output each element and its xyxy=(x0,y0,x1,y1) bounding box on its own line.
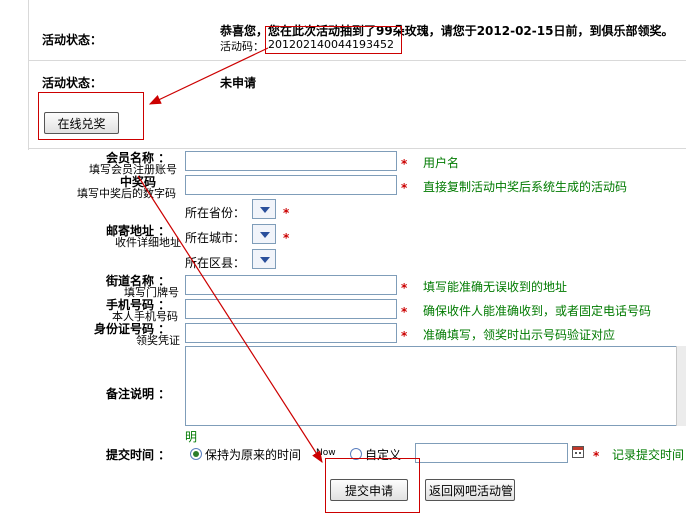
phone-hint: 确保收件人能准确收到，或者固定电话号码 xyxy=(423,304,652,318)
phone-label: 手机号码 ： xyxy=(106,298,171,312)
mail-address-label: 邮寄地址 ： xyxy=(106,224,171,238)
city-select[interactable] xyxy=(252,224,276,244)
street-hint: 填写能准确无误收到的地址 xyxy=(423,280,568,294)
annotation-box-submit xyxy=(325,458,420,513)
annotation-box-redeem xyxy=(38,92,144,140)
prize-code-input[interactable] xyxy=(185,175,397,195)
member-name-label: 会员名称 ： xyxy=(106,151,171,165)
id-number-input[interactable] xyxy=(185,323,397,343)
id-number-sub: 领奖凭证 xyxy=(136,334,180,347)
required-mark: * xyxy=(401,281,408,295)
status-value: 未申请 xyxy=(220,76,257,90)
submit-time-label: 提交时间 ： xyxy=(106,448,171,462)
required-mark: * xyxy=(401,157,408,171)
member-name-hint: 用户名 xyxy=(423,156,460,170)
remark-textarea[interactable] xyxy=(185,346,686,426)
prize-code-hint: 直接复制活动中奖后系统生成的活动码 xyxy=(423,180,628,194)
calendar-icon[interactable] xyxy=(572,446,584,458)
id-number-label: 身份证号码 ： xyxy=(94,322,171,336)
keep-time-label: 保持为原来的时间 xyxy=(205,448,302,462)
required-mark: * xyxy=(593,449,600,463)
city-label: 所在城市： xyxy=(185,231,246,245)
activity-code-value: 201202140044193452 xyxy=(268,38,394,51)
left-border xyxy=(28,0,29,150)
district-select[interactable] xyxy=(252,249,276,269)
congrats-message: 恭喜您，您在此次活动抽到了99朵玫瑰，请您于2012-02-15日前，到俱乐部领… xyxy=(220,24,674,38)
phone-sub: 本人手机号码 xyxy=(112,310,178,323)
redeem-online-button[interactable]: 在线兑奖 xyxy=(44,112,119,134)
id-number-hint: 准确填写，领奖时出示号码验证对应 xyxy=(423,328,616,342)
remark-label: 备注说明 ： xyxy=(106,387,171,401)
status-label-2: 活动状态： xyxy=(42,76,103,90)
street-label: 街道名称 ： xyxy=(106,274,171,288)
phone-input[interactable] xyxy=(185,299,397,319)
member-name-input[interactable] xyxy=(185,151,397,171)
remark-tail-text: 明 xyxy=(185,430,198,444)
time-hint: 记录提交时间 xyxy=(612,448,685,462)
submit-button[interactable]: 提交申请 xyxy=(330,479,408,501)
divider xyxy=(28,60,686,61)
required-mark: * xyxy=(401,305,408,319)
required-mark: * xyxy=(283,206,290,220)
required-mark: * xyxy=(283,231,290,245)
custom-time-radio[interactable] xyxy=(350,448,362,460)
back-button[interactable]: 返回网吧活动管 xyxy=(425,479,515,501)
province-label: 所在省份： xyxy=(185,206,246,220)
prize-code-label: 中奖码 xyxy=(120,175,157,189)
custom-time-input[interactable] xyxy=(415,443,568,463)
now-text: Now xyxy=(316,448,336,458)
mail-address-sub: 收件详细地址 xyxy=(115,236,181,249)
member-name-sub: 填写会员注册账号 xyxy=(89,163,177,176)
activity-code-label: 活动码： xyxy=(220,40,264,53)
district-label: 所在区县： xyxy=(185,256,246,270)
arrow-to-redeem xyxy=(148,47,269,105)
arrow-to-submit xyxy=(137,175,323,464)
required-mark: * xyxy=(401,181,408,195)
required-mark: * xyxy=(401,329,408,343)
remark-scrollbar[interactable] xyxy=(676,346,686,426)
province-select[interactable] xyxy=(252,199,276,219)
keep-time-radio[interactable] xyxy=(190,448,202,460)
street-input[interactable] xyxy=(185,275,397,295)
street-sub: 填写门牌号 xyxy=(124,286,179,299)
divider xyxy=(28,148,686,149)
status-label: 活动状态： xyxy=(42,33,103,47)
annotation-box-code xyxy=(265,26,402,54)
